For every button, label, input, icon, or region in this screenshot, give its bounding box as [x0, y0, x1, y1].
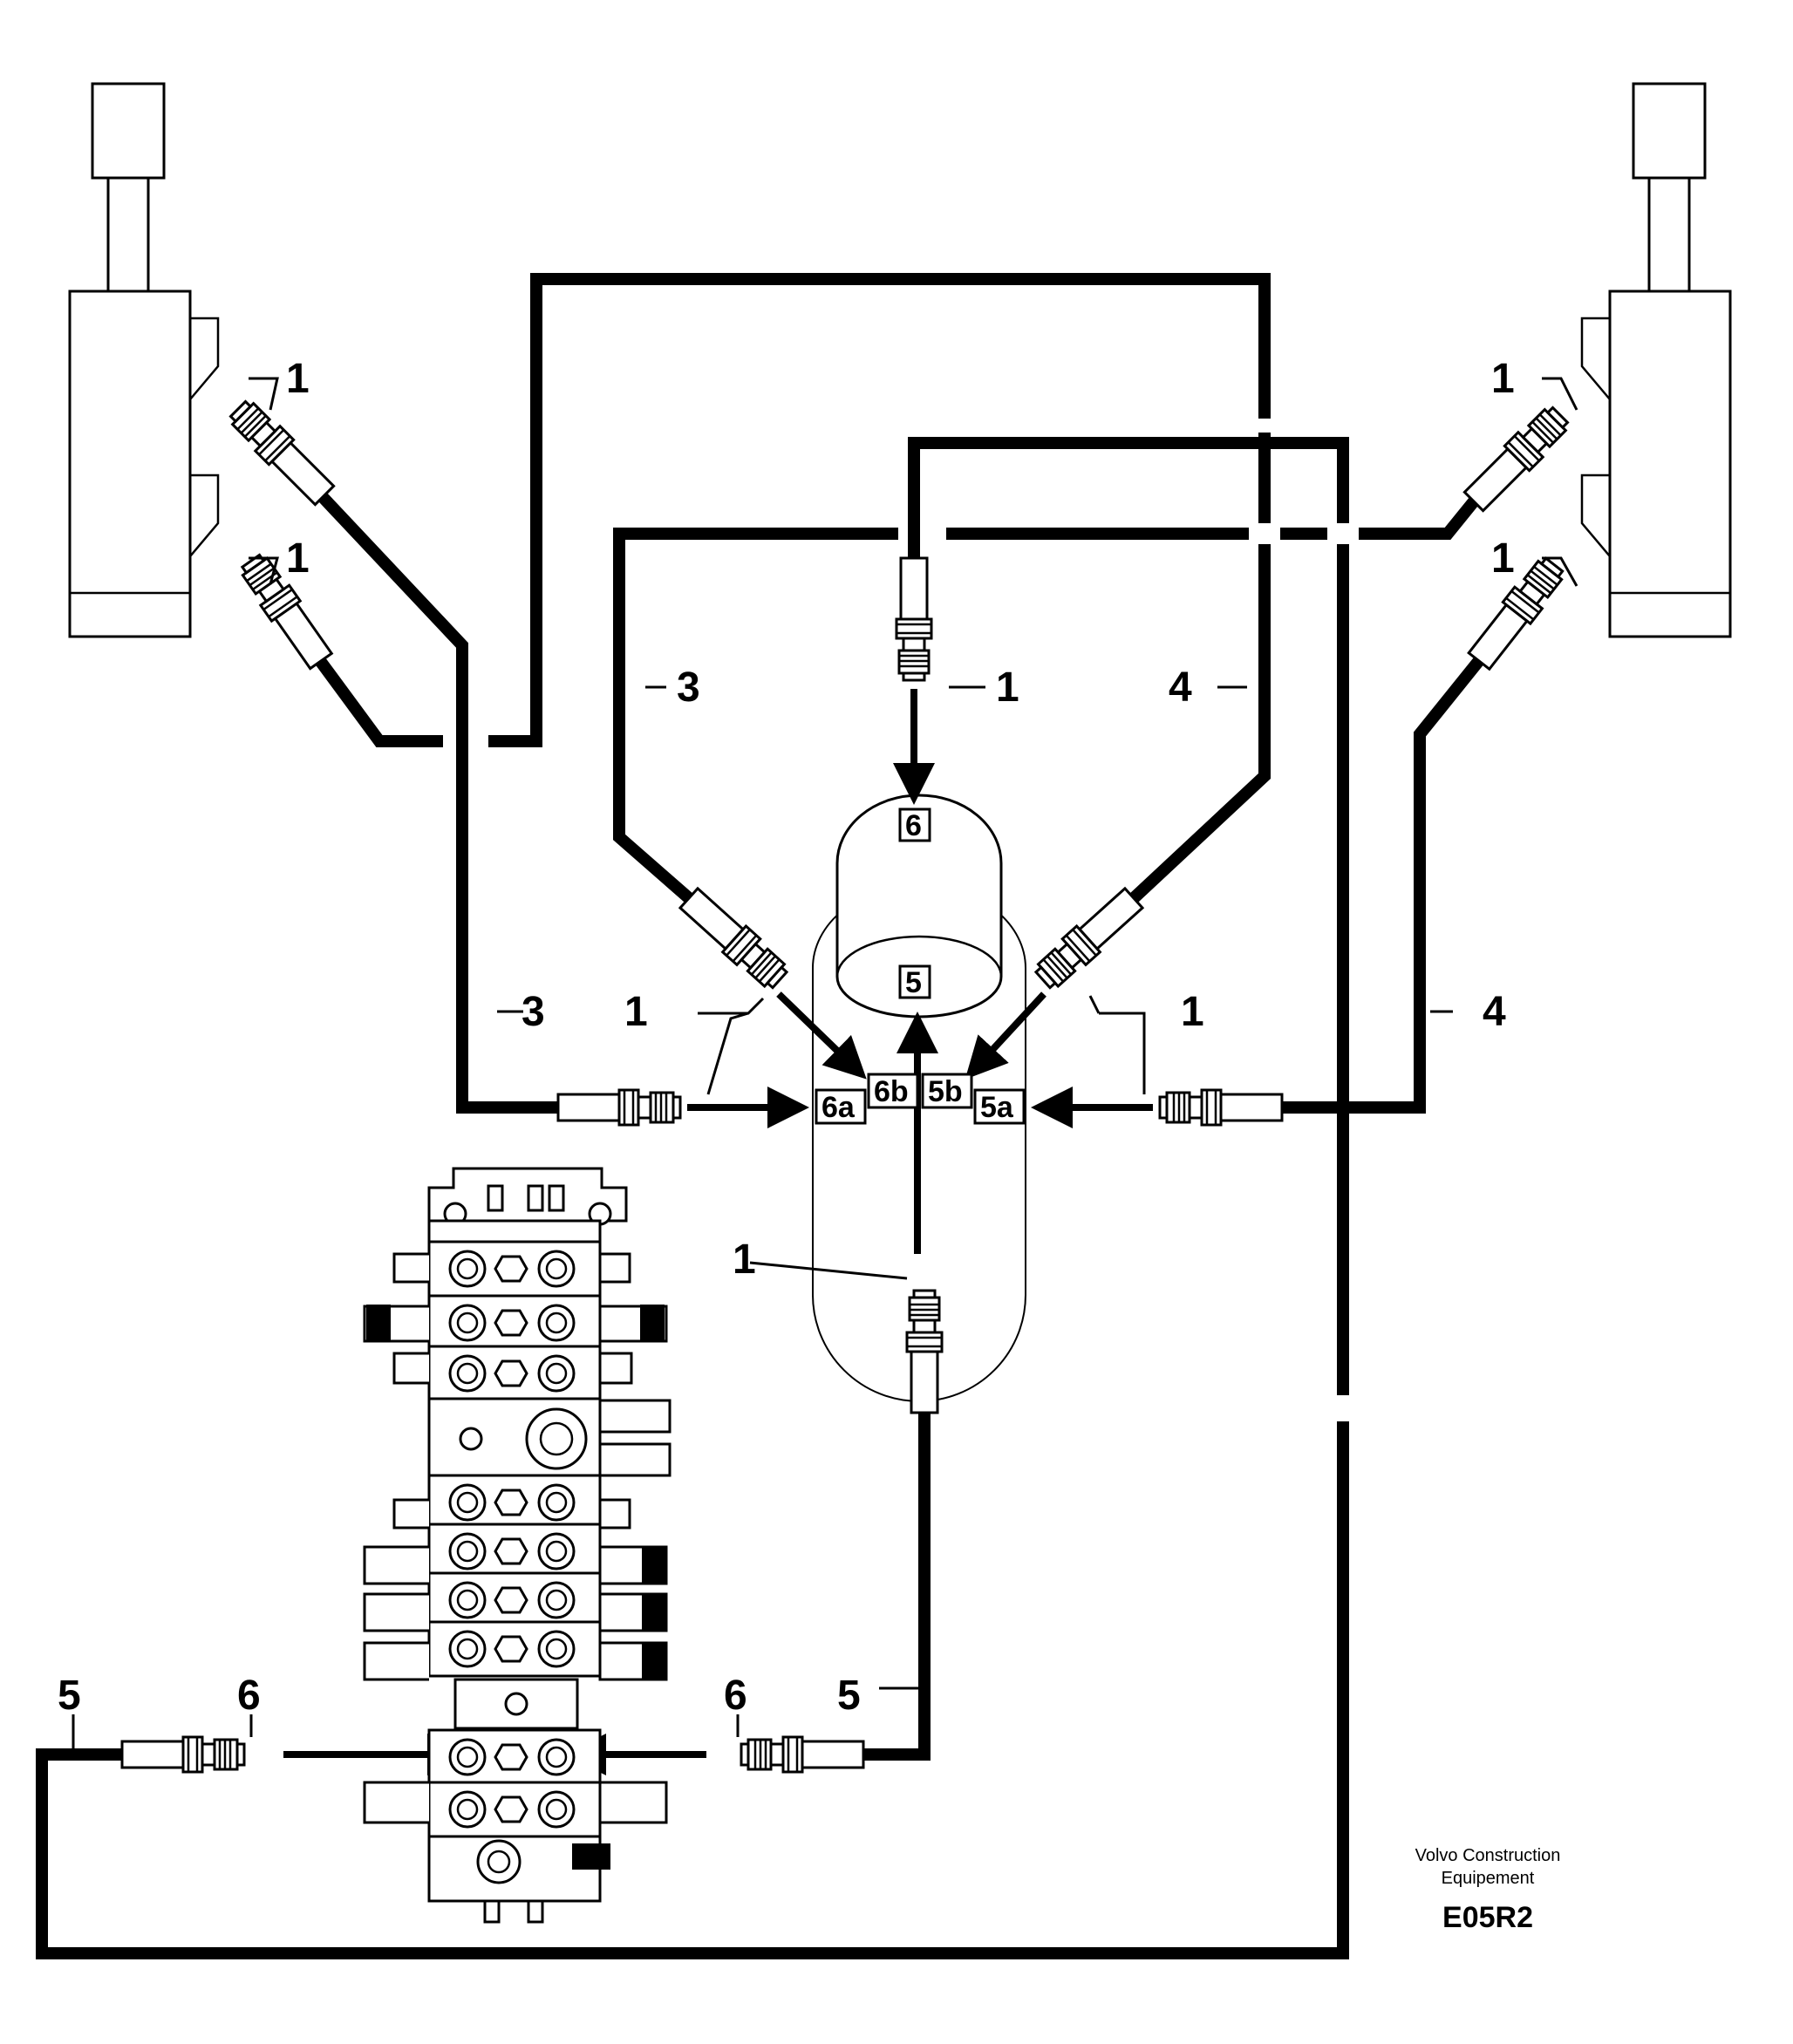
port-label-6b: 6b — [874, 1075, 909, 1108]
control-valve — [363, 1167, 672, 1924]
callout-6: 6 — [724, 1673, 747, 1719]
swivel-joint — [812, 794, 1026, 1402]
port-label-5b: 5b — [928, 1075, 963, 1108]
callout-3: 3 — [522, 989, 545, 1035]
port-label-6: 6 — [905, 809, 922, 842]
port-labels: 6 5 6a 6b 5b 5a — [815, 807, 1026, 1125]
callout-1: 1 — [996, 664, 1019, 711]
callout-1: 1 — [286, 535, 310, 582]
right-cylinder — [1580, 82, 1732, 638]
callout-3: 3 — [677, 664, 700, 711]
port-label-6a: 6a — [822, 1091, 856, 1124]
brand-line-2: Equipement — [1442, 1869, 1535, 1888]
hose-crossings — [1249, 401, 1359, 558]
fittings — [120, 395, 1574, 1774]
callout-5: 5 — [837, 1673, 861, 1719]
hoses — [36, 273, 1486, 1959]
port-label-5a: 5a — [980, 1091, 1014, 1124]
callout-1: 1 — [1491, 535, 1515, 582]
callout-1: 1 — [1491, 356, 1515, 402]
callout-1: 1 — [1181, 989, 1204, 1035]
callout-1: 1 — [286, 356, 310, 402]
footer: Volvo Construction Equipement E05R2 — [1415, 1846, 1561, 1934]
callout-labels: 1 1 1 1 1 1 1 1 3 3 4 4 5 5 6 6 — [58, 356, 1515, 1719]
leader-lines — [72, 377, 1578, 1753]
callout-5: 5 — [58, 1673, 81, 1719]
callout-1: 1 — [624, 989, 648, 1035]
callout-6: 6 — [237, 1673, 261, 1719]
port-label-5: 5 — [905, 966, 922, 999]
left-cylinder — [68, 82, 220, 638]
callout-4: 4 — [1169, 664, 1192, 711]
callout-4: 4 — [1483, 989, 1506, 1035]
drawing-code: E05R2 — [1442, 1901, 1533, 1934]
brand-line-1: Volvo Construction — [1415, 1846, 1561, 1865]
flow-arrows — [283, 689, 1153, 1775]
callout-1: 1 — [733, 1237, 756, 1283]
